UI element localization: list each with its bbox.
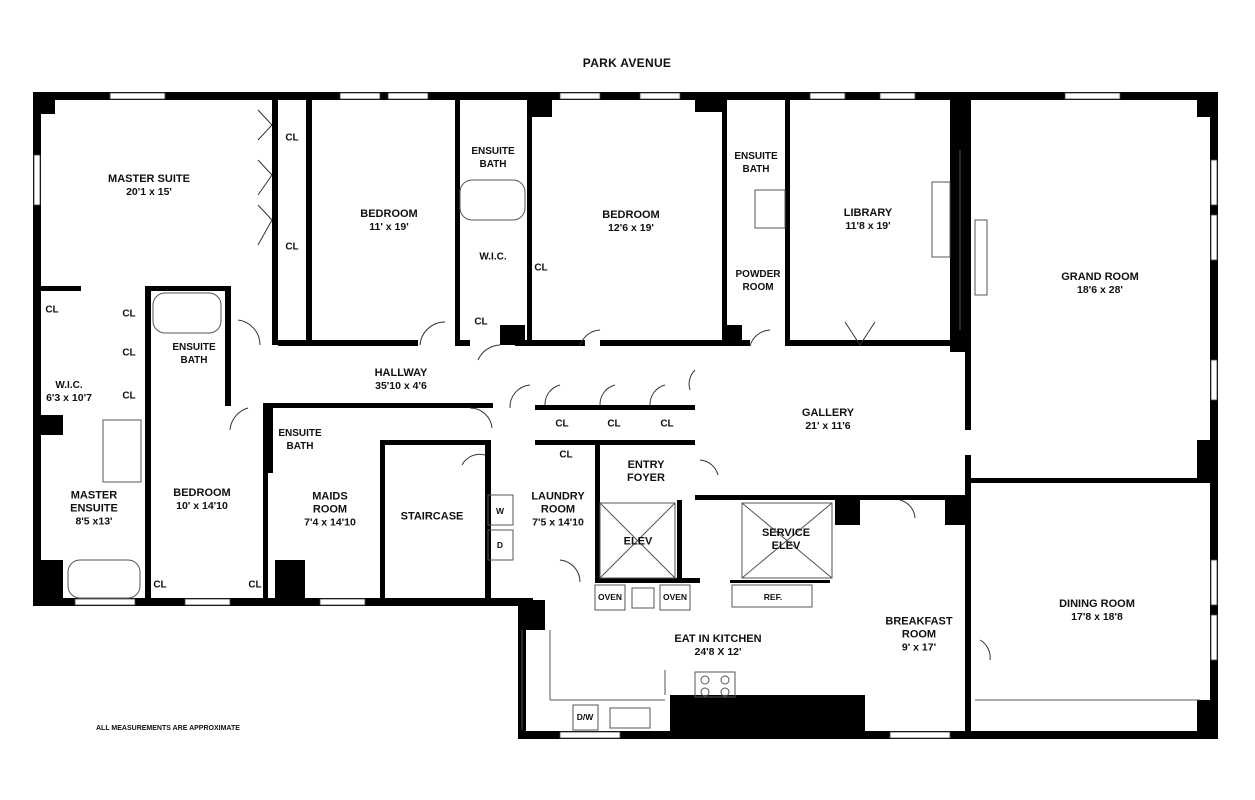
- closet-label: CL: [153, 579, 167, 591]
- room-ensuite-bath-3: ENSUITE BATH: [172, 342, 216, 366]
- closet-label: CL: [285, 241, 299, 253]
- closet-label: CL: [285, 132, 299, 144]
- closet-label: CL: [660, 418, 674, 430]
- room-entry-foyer: ENTRY FOYER: [627, 459, 665, 484]
- measurement-note: ALL MEASUREMENTS ARE APPROXIMATE: [96, 725, 240, 732]
- oven-1: OVEN: [597, 592, 623, 602]
- closet-label: CL: [122, 347, 136, 359]
- closet-label: CL: [248, 579, 262, 591]
- washer: W: [495, 506, 505, 516]
- service-elevator: SERVICE ELEV: [761, 527, 811, 552]
- closet-label: CL: [607, 418, 621, 430]
- closet-label: CL: [555, 418, 569, 430]
- closet-label: CL: [534, 262, 548, 274]
- street-label: PARK AVENUE: [582, 56, 672, 70]
- closet-label: CL: [122, 308, 136, 320]
- room-ensuite-bath-1: ENSUITE BATH: [471, 146, 515, 170]
- closet-label: CL: [45, 304, 59, 316]
- dishwasher: D/W: [576, 712, 594, 722]
- elevator: ELEV: [623, 535, 653, 548]
- room-wic-1: W.I.C.: [479, 251, 507, 263]
- room-ensuite-bath-2: ENSUITE BATH: [734, 151, 778, 175]
- refrigerator: REF.: [763, 592, 783, 602]
- room-wic-2: W.I.C.6'3 x 10'7: [46, 380, 92, 404]
- closet-label: CL: [559, 449, 573, 461]
- dryer: D: [496, 540, 504, 550]
- oven-2: OVEN: [662, 592, 688, 602]
- closet-label: CL: [474, 316, 488, 328]
- room-staircase: STAIRCASE: [400, 510, 464, 523]
- closet-label: CL: [122, 390, 136, 402]
- room-powder-room: POWDER ROOM: [735, 269, 781, 293]
- room-ensuite-bath-4: ENSUITE BATH: [278, 428, 322, 452]
